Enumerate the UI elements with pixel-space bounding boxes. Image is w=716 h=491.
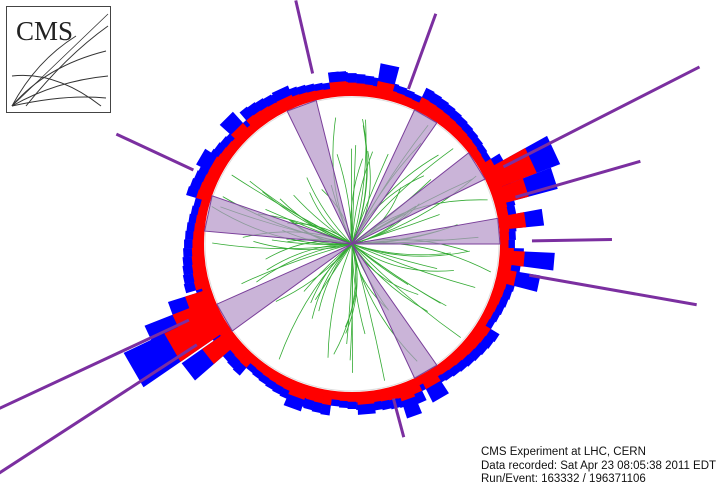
track [351, 243, 409, 285]
track [351, 145, 357, 245]
track [351, 243, 461, 338]
caption-experiment: CMS Experiment at LHC, CERN [481, 446, 646, 458]
track [346, 243, 353, 345]
ecal-tower [420, 370, 441, 390]
track [278, 243, 353, 360]
track [318, 243, 353, 312]
track [241, 243, 353, 285]
energy-line [502, 65, 701, 169]
ecal-tower [500, 212, 527, 230]
energy-line [115, 132, 195, 172]
ecal-tower [492, 178, 529, 205]
ecal-tower [437, 363, 449, 375]
track [351, 243, 470, 257]
energy-line [531, 237, 612, 243]
energy-line [0, 343, 198, 475]
track [336, 154, 353, 245]
cms-logo: CMS [6, 6, 111, 113]
ecal-tower [466, 141, 478, 153]
caption-run-event: Run/Event: 163332 / 196371106 [481, 473, 646, 485]
ecal-tower [501, 250, 525, 267]
ecal-tower [230, 122, 251, 143]
track [212, 242, 353, 250]
track [314, 243, 353, 301]
track [351, 243, 476, 288]
track [231, 174, 353, 245]
track [351, 243, 454, 272]
jet-cone [286, 99, 353, 245]
track [351, 119, 368, 245]
event-caption: CMS Experiment at LHC, CERN Data recorde… [481, 446, 716, 487]
ecal-tower [164, 309, 228, 362]
track [351, 119, 367, 245]
energy-line [515, 159, 641, 199]
caption-date: Data recorded: Sat Apr 23 08:05:38 2011 … [481, 459, 716, 472]
energy-direction-lines [0, 0, 701, 475]
track [351, 148, 454, 245]
jet-cone [203, 195, 353, 245]
energy-line [294, 0, 315, 74]
jet-cone [351, 217, 501, 245]
ecal-ring [198, 90, 506, 398]
ecal-tower [172, 299, 220, 337]
ecal-tower [202, 330, 239, 365]
track [271, 239, 353, 245]
jet-cone [351, 243, 438, 379]
jet-cone [351, 109, 438, 245]
cms-logo-text: CMS [16, 16, 74, 46]
track [253, 241, 353, 251]
track [350, 158, 363, 245]
track [293, 194, 353, 245]
track [333, 243, 357, 355]
jet-cone [351, 152, 486, 245]
ecal-tower [484, 148, 537, 190]
track [306, 177, 353, 245]
track [262, 191, 353, 245]
energy-line [0, 318, 190, 410]
track [351, 243, 385, 381]
ecal-tower [226, 141, 238, 153]
jet-cones [203, 99, 501, 379]
cms-logo-icon [6, 6, 111, 113]
ecal-tower [208, 156, 226, 176]
energy-line [529, 273, 697, 307]
ecal-tower [185, 289, 213, 311]
track [327, 243, 353, 358]
energy-line [407, 13, 438, 90]
energy-line [391, 398, 406, 438]
track [351, 243, 447, 307]
jet-cone [216, 243, 353, 332]
ecal-tower [276, 94, 296, 111]
